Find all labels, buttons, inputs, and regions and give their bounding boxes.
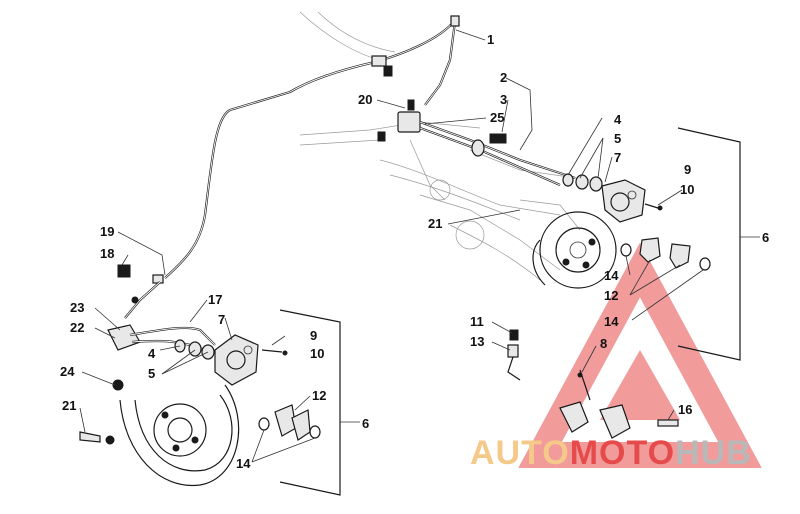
svg-text:AUTOMOTOHUB: AUTOMOTOHUB: [470, 434, 752, 472]
callout-2: 2: [500, 70, 507, 85]
callout-19: 19: [100, 224, 114, 239]
callout-5-upper: 5: [614, 131, 621, 146]
callout-18: 18: [100, 246, 114, 261]
callout-21-upper: 21: [428, 216, 442, 231]
callout-1: 1: [487, 32, 494, 47]
upper-caliper: [562, 173, 663, 223]
leader-lines: [79, 29, 760, 463]
callout-8: 8: [600, 336, 607, 351]
lower-right-parts: [507, 329, 679, 439]
watermark-part-3: HUB: [675, 434, 752, 472]
upper-kit-bracket: [677, 127, 741, 361]
callout-4-lower: 4: [148, 346, 156, 361]
callout-11: 11: [470, 314, 484, 329]
callout-6-lower: 6: [362, 416, 369, 431]
callout-10-upper: 10: [680, 182, 694, 197]
upper-brake-pads: [620, 237, 711, 271]
watermark-part-1: AUTO: [470, 434, 570, 472]
callout-7-lower: 7: [218, 312, 225, 327]
callout-16: 16: [678, 402, 692, 417]
callouts: 1 2 3 4 5 7 9 10 6 20 25 21 14 12 14 19 …: [60, 32, 769, 471]
frame-sketch: [299, 11, 591, 281]
lower-caliper: [174, 334, 288, 386]
callout-20: 20: [358, 92, 372, 107]
watermark-logo-icon: [518, 242, 762, 468]
grommet: [471, 133, 507, 157]
watermark-part-2: MOTO: [570, 434, 675, 472]
upper-wheel-hub: [532, 211, 617, 289]
callout-9-lower: 9: [310, 328, 317, 343]
main-brake-line: [164, 15, 460, 279]
callout-12-upper: 12: [604, 288, 618, 303]
callout-14-lower: 14: [236, 456, 251, 471]
watermark-text: AUTOMOTOHUB: [470, 434, 752, 472]
callout-12-lower: 12: [312, 388, 326, 403]
callout-13: 13: [470, 334, 484, 349]
callout-14-upper-a: 14: [604, 268, 619, 283]
callout-4-upper: 4: [614, 112, 622, 127]
callout-14-upper-b: 14: [604, 314, 619, 329]
callout-7-upper: 7: [614, 150, 621, 165]
lower-brake-pads: [258, 404, 321, 441]
callout-5-lower: 5: [148, 366, 155, 381]
callout-25: 25: [490, 110, 504, 125]
lower-kit-bracket: [279, 309, 341, 496]
lower-wheel-hub: [79, 384, 240, 487]
callout-24: 24: [60, 364, 75, 379]
callout-17: 17: [208, 292, 222, 307]
callout-3: 3: [500, 92, 507, 107]
callout-23: 23: [70, 300, 84, 315]
callout-6-upper: 6: [762, 230, 769, 245]
callout-21-lower: 21: [62, 398, 76, 413]
lower-brake-line: [107, 264, 216, 391]
callout-10-lower: 10: [310, 346, 324, 361]
callout-9-upper: 9: [684, 162, 691, 177]
callout-22: 22: [70, 320, 84, 335]
